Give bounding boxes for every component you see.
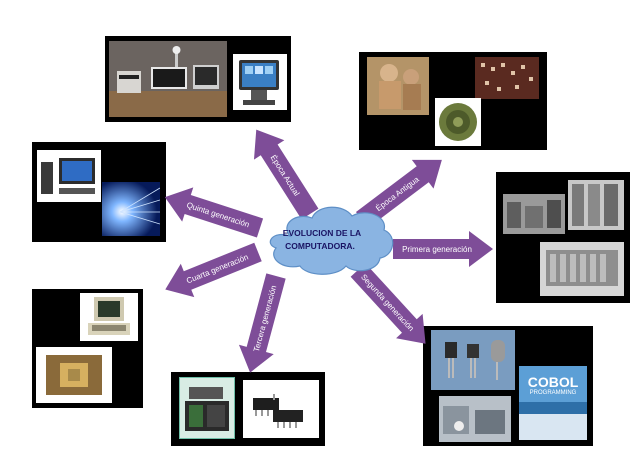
eniac-console-image [540,242,624,296]
panel-primera-generacion [496,172,630,303]
desktop-pc-image [37,150,101,202]
arrow-quinta-generacion: Quinta generación [159,179,266,246]
touchscreen-computer-image [233,54,287,110]
panel-quinta-generacion [32,142,166,242]
fiber-optics-image [102,182,160,236]
cobol-subtitle: PROGRAMMING [529,390,577,396]
office-computers-image [109,41,227,117]
panel-epoca-actual [105,36,291,122]
center-title-line1: EVOLUCION DE LA [283,228,361,238]
panel-segunda-generacion: COBOL PROGRAMMING [423,326,593,446]
third-gen-computer-image [179,377,235,439]
arrow-primera-generacion-label: Primera generación [402,245,472,254]
panel-epoca-antigua [359,52,547,150]
abacus-tablet-image [475,57,539,99]
antikythera-mechanism-image [435,98,481,146]
arrow-primera-generacion: Primera generación [393,231,493,267]
arrow-segunda-generacion: Segunda generación [344,257,439,356]
center-cloud: EVOLUCION DE LA COMPUTADORA. [269,206,394,275]
microprocessor-chip-image [36,347,112,403]
arrow-segunda-generacion-label: Segunda generación [359,273,416,334]
panel-tercera-generacion [171,372,325,446]
transistors-image [431,330,515,390]
cobol-programming-badge: COBOL PROGRAMMING [519,366,587,440]
arrow-epoca-actual: Época Actual [241,119,326,224]
mainframe-room-image [503,194,565,234]
vacuum-tube-cabinets-image [568,180,624,230]
panel-cuarta-generacion [32,289,143,408]
integrated-circuit-chips-image [243,380,319,438]
arrow-cuarta-generacion: Cuarta generación [158,235,265,307]
cobol-sky-graphic [519,366,587,440]
center-title-line2: COMPUTADORA. [285,241,355,251]
arrow-tercera-generacion: Tercera generación [232,271,294,378]
second-gen-computer-room-image [439,396,511,442]
apple-ii-computer-image [80,293,138,341]
cobol-title: COBOL [527,374,579,390]
ancient-figures-image [367,57,429,115]
